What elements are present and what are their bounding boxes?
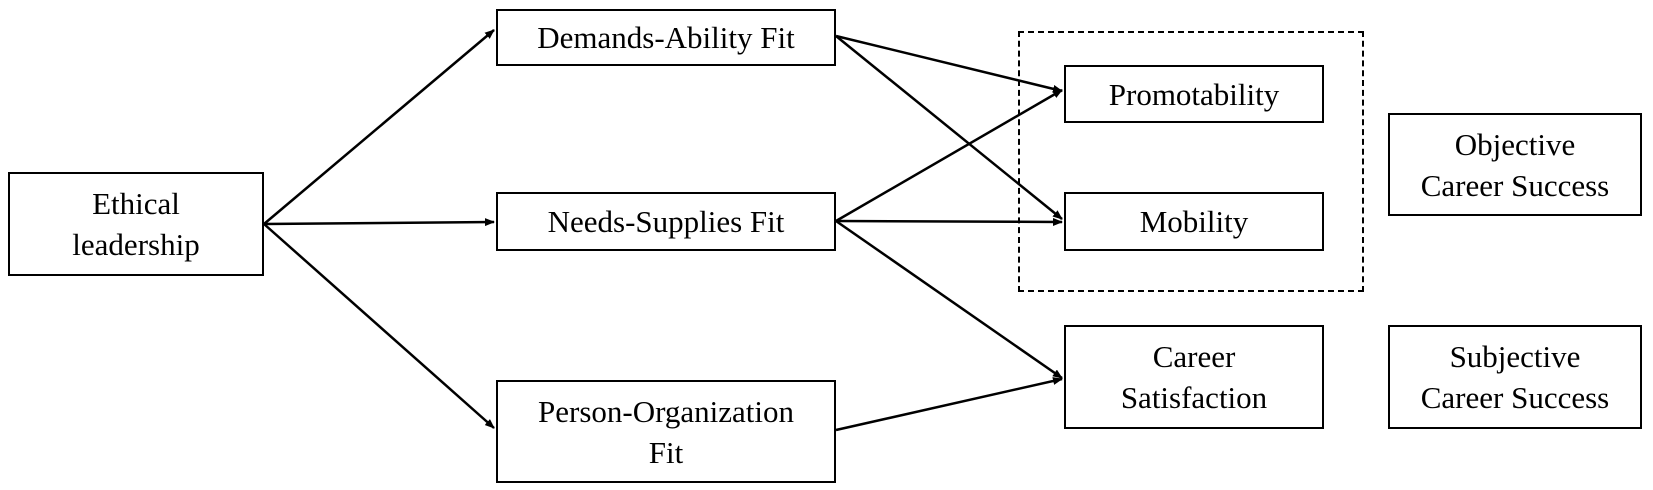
edge-person-organization-to-career-satisfaction xyxy=(835,377,1063,432)
edge-needs-supplies-to-mobility xyxy=(835,217,1063,226)
node-career-satisfaction-line-1: Career xyxy=(1152,339,1236,374)
node-needs-supplies-fit-label: Needs-Supplies Fit xyxy=(547,204,785,239)
objective-success-group xyxy=(1018,31,1364,292)
edge-ethical-to-needs-supplies xyxy=(263,218,495,227)
node-subjective-career-success-line-1: Subjective xyxy=(1449,339,1581,374)
node-subjective-career-success: Subjective Career Success xyxy=(1388,325,1642,429)
node-mobility-label: Mobility xyxy=(1139,204,1249,239)
node-subjective-career-success-line-2: Career Success xyxy=(1420,380,1610,415)
node-needs-supplies-fit: Needs-Supplies Fit xyxy=(496,192,836,251)
node-ethical-leadership-line-1: Ethical xyxy=(92,186,180,221)
node-ethical-leadership: Ethical leadership xyxy=(8,172,264,276)
node-career-satisfaction: Career Satisfaction xyxy=(1064,325,1324,429)
node-demands-ability-fit: Demands-Ability Fit xyxy=(496,9,836,66)
node-demands-ability-fit-label: Demands-Ability Fit xyxy=(537,20,795,55)
node-person-organization-fit-line-1: Person-Organization xyxy=(538,393,794,429)
node-ethical-leadership-line-2: leadership xyxy=(72,227,200,262)
node-promotability: Promotability xyxy=(1064,65,1324,123)
node-career-satisfaction-line-2: Satisfaction xyxy=(1120,380,1268,415)
node-objective-career-success: Objective Career Success xyxy=(1388,113,1642,216)
edge-demands-ability-to-mobility xyxy=(835,35,1063,220)
node-objective-career-success-line-2: Career Success xyxy=(1420,167,1610,203)
edge-needs-supplies-to-promotability xyxy=(835,88,1063,223)
edge-needs-supplies-to-career-satisfaction xyxy=(835,219,1063,380)
node-promotability-label: Promotability xyxy=(1108,76,1280,112)
edge-ethical-to-person-organization xyxy=(263,223,495,429)
node-mobility: Mobility xyxy=(1064,192,1324,251)
node-person-organization-fit-line-2: Fit xyxy=(648,434,684,470)
node-person-organization-fit: Person-Organization Fit xyxy=(496,380,836,483)
node-objective-career-success-line-1: Objective xyxy=(1454,126,1576,162)
edge-demands-ability-to-promotability xyxy=(835,34,1063,93)
edge-ethical-to-demands-ability xyxy=(263,29,495,225)
